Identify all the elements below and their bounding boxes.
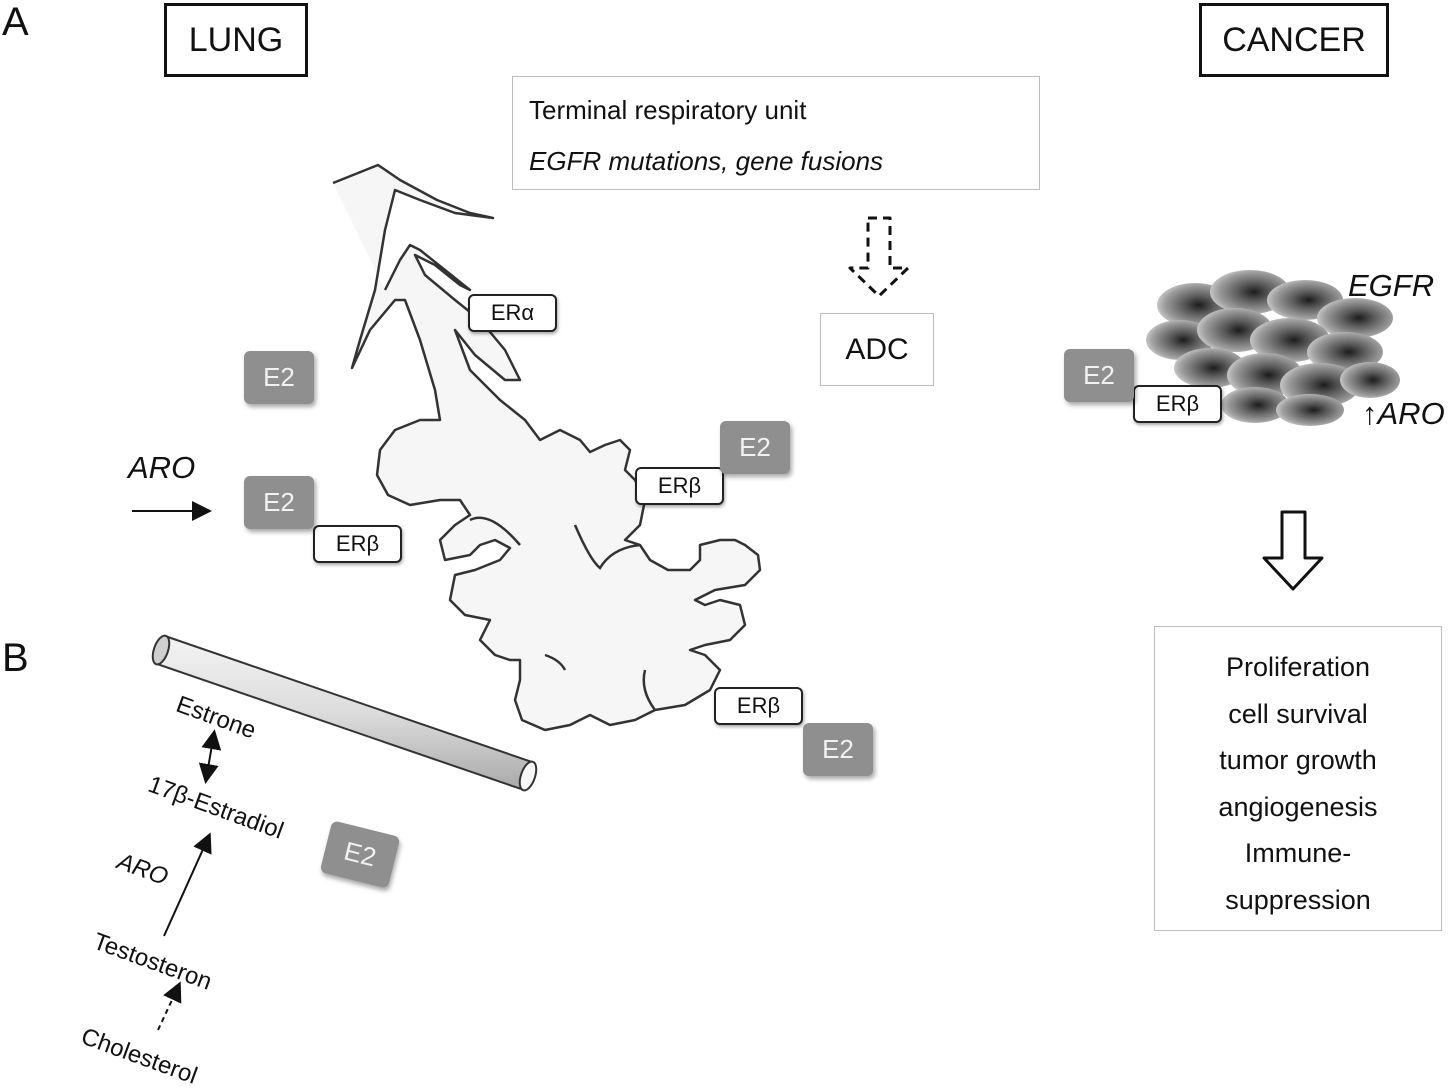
adc-label: ADC <box>845 332 909 366</box>
terminal-respiratory-unit-box: Terminal respiratory unit EGFR mutations… <box>512 76 1040 190</box>
adc-box: ADC <box>820 313 934 386</box>
tumor-cells <box>1146 270 1400 426</box>
outcome-item: Proliferation <box>1225 652 1371 682</box>
er-alpha-receptor: ERα <box>468 294 557 332</box>
e2-label: E2 <box>263 362 295 392</box>
outcomes-box: Proliferation cell survival tumor growth… <box>1154 626 1442 931</box>
e2-label: E2 <box>739 432 771 462</box>
panel-label-b: B <box>2 636 29 680</box>
er-beta-receptor-cancer: ERβ <box>1133 385 1222 423</box>
er-beta-receptor: ERβ <box>635 467 724 505</box>
e2-tile: E2 <box>720 421 790 474</box>
tru-line-1: Terminal respiratory unit <box>529 95 807 125</box>
er-beta-receptor: ERβ <box>714 687 803 725</box>
er-beta-label: ERβ <box>736 693 781 718</box>
panel-label-a: A <box>2 0 29 44</box>
estrone-estradiol-arrow <box>198 729 222 784</box>
outcome-item: suppression <box>1225 884 1371 915</box>
outcome-item: Immune- <box>1244 838 1352 868</box>
er-beta-label: ERβ <box>657 473 702 498</box>
e2-label: E2 <box>1083 360 1115 390</box>
tru-line-2: EGFR mutations, gene fusions <box>529 146 884 176</box>
outcome-item: tumor growth <box>1219 745 1377 775</box>
aro-label: ARO <box>128 450 196 485</box>
er-beta-label: ERβ <box>1155 391 1200 416</box>
er-beta-receptor: ERβ <box>313 525 402 563</box>
e2-tile: E2 <box>244 351 314 404</box>
e2-label: E2 <box>263 487 295 517</box>
er-beta-label: ERβ <box>335 531 380 556</box>
testosteron-to-estradiol-arrow <box>163 832 212 937</box>
e2-tile-cancer: E2 <box>1064 349 1134 402</box>
aro-up-label: ↑ARO <box>1362 396 1445 431</box>
lung-title-box: LUNG <box>164 3 308 77</box>
cancer-title: CANCER <box>1222 20 1366 59</box>
cholesterol-to-testosteron-arrow <box>157 981 182 1031</box>
outcome-item: angiogenesis <box>1218 791 1378 822</box>
dashed-down-arrow <box>848 216 910 298</box>
er-alpha-label: ERα <box>490 300 535 325</box>
hollow-down-arrow <box>1262 510 1324 591</box>
lung-airway-outline <box>332 163 762 732</box>
outcome-item: cell survival <box>1228 698 1368 729</box>
e2-tile: E2 <box>803 723 873 776</box>
e2-tile: E2 <box>244 476 314 529</box>
cancer-title-box: CANCER <box>1199 3 1389 77</box>
egfr-label: EGFR <box>1348 268 1435 303</box>
e2-label: E2 <box>341 835 380 873</box>
blood-vessel <box>151 634 538 792</box>
lung-title: LUNG <box>188 20 284 59</box>
e2-label: E2 <box>822 734 854 764</box>
